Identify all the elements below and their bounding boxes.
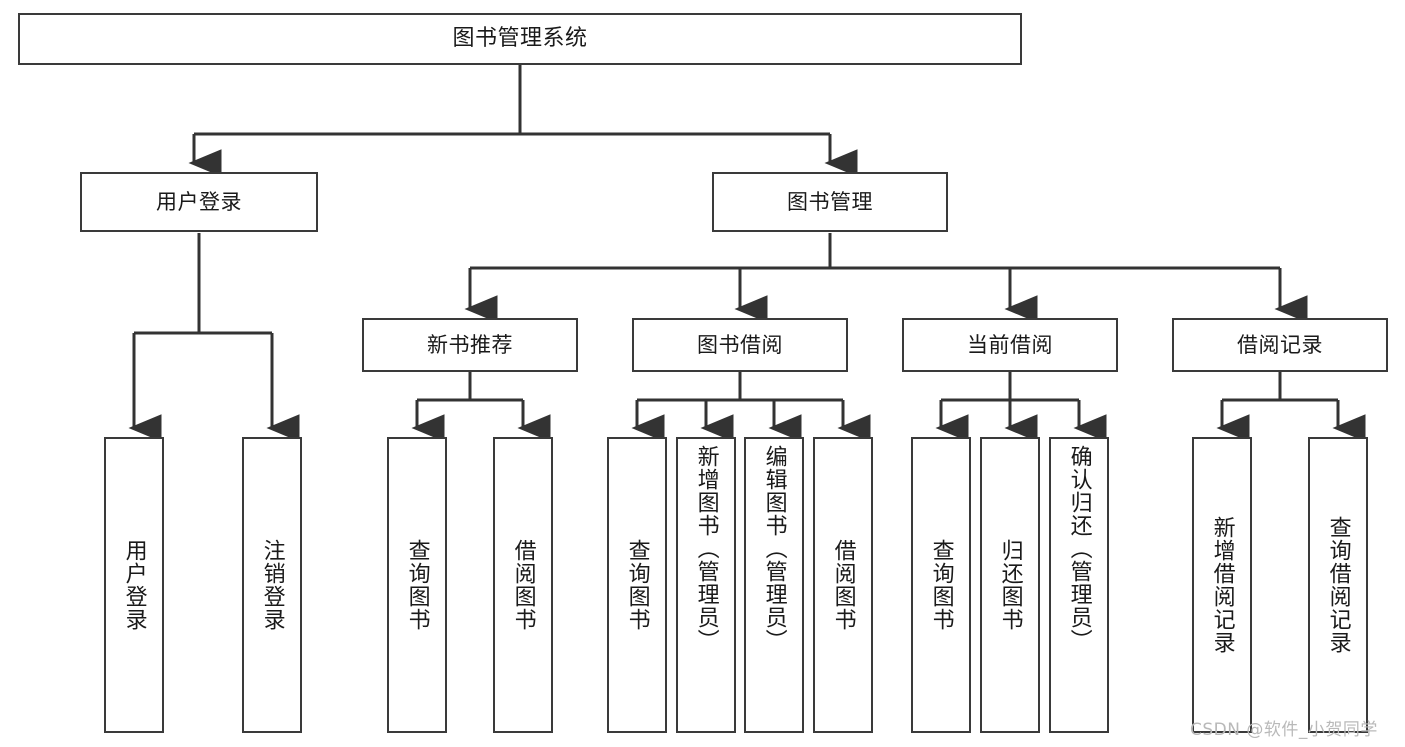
- node-label: 用户登录: [156, 189, 242, 214]
- node-borrow-record[interactable]: 借阅记录: [1172, 318, 1388, 372]
- node-new-book-recommendation[interactable]: 新书推荐: [362, 318, 578, 372]
- leaf-query-book-new[interactable]: 查询图书: [387, 437, 447, 733]
- node-label: 用户登录: [121, 539, 147, 631]
- node-label: 确认归还（管理员）: [1066, 445, 1092, 652]
- leaf-confirm-return-admin[interactable]: 确认归还（管理员）: [1049, 437, 1109, 733]
- leaf-user-login[interactable]: 用户登录: [104, 437, 164, 733]
- node-label: 图书管理: [787, 189, 873, 214]
- node-label: 图书管理系统: [452, 26, 588, 52]
- leaf-query-book-borrow[interactable]: 查询图书: [607, 437, 667, 733]
- node-label: 注销登录: [259, 539, 285, 631]
- leaf-return-book[interactable]: 归还图书: [980, 437, 1040, 733]
- node-label: 新书推荐: [427, 332, 513, 357]
- node-label: 新增图书（管理员）: [693, 445, 719, 652]
- node-label: 查询借阅记录: [1325, 516, 1351, 654]
- node-label: 新增借阅记录: [1209, 516, 1235, 654]
- leaf-logout[interactable]: 注销登录: [242, 437, 302, 733]
- csdn-watermark: CSDN @软件_小贺同学: [1190, 720, 1378, 740]
- node-label: 查询图书: [928, 539, 954, 631]
- node-label: 图书借阅: [697, 332, 783, 357]
- node-book-borrow[interactable]: 图书借阅: [632, 318, 848, 372]
- leaf-edit-book-admin[interactable]: 编辑图书（管理员）: [744, 437, 804, 733]
- node-book-management[interactable]: 图书管理: [712, 172, 948, 232]
- node-root-book-management-system[interactable]: 图书管理系统: [18, 13, 1022, 65]
- node-user-login[interactable]: 用户登录: [80, 172, 318, 232]
- node-label: 借阅图书: [830, 539, 856, 631]
- node-label: 查询图书: [624, 539, 650, 631]
- node-label: 借阅图书: [510, 539, 536, 631]
- leaf-add-borrow-record[interactable]: 新增借阅记录: [1192, 437, 1252, 733]
- node-label: 归还图书: [997, 539, 1023, 631]
- node-label: 查询图书: [404, 539, 430, 631]
- leaf-add-book-admin[interactable]: 新增图书（管理员）: [676, 437, 736, 733]
- leaf-query-book-current[interactable]: 查询图书: [911, 437, 971, 733]
- node-label: 编辑图书（管理员）: [761, 445, 787, 652]
- leaf-borrow-book[interactable]: 借阅图书: [813, 437, 873, 733]
- node-label: 当前借阅: [967, 332, 1053, 357]
- leaf-borrow-book-new[interactable]: 借阅图书: [493, 437, 553, 733]
- leaf-query-borrow-record[interactable]: 查询借阅记录: [1308, 437, 1368, 733]
- node-current-borrow[interactable]: 当前借阅: [902, 318, 1118, 372]
- node-label: 借阅记录: [1237, 332, 1323, 357]
